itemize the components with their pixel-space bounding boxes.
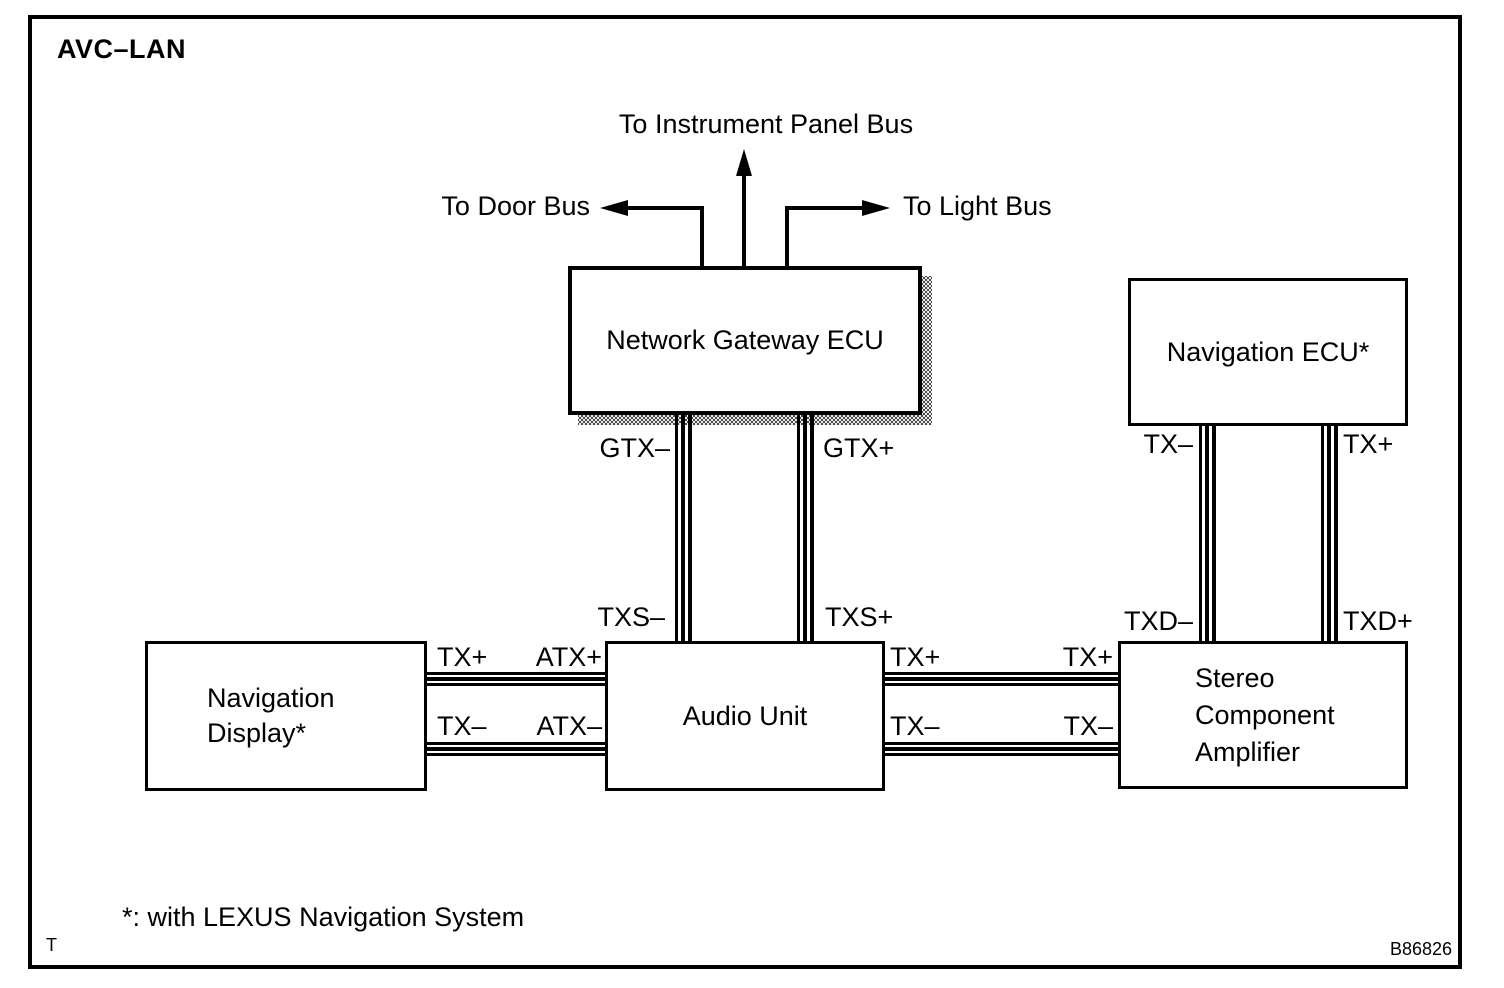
nav-tx-minus-label: TX–: [1143, 429, 1193, 459]
navigation-display-label: Navigation Display*: [207, 683, 335, 748]
gtx-minus-label: GTX–: [599, 433, 670, 463]
page-marker: T: [46, 935, 57, 955]
wire-display-audio-minus: [427, 742, 605, 756]
txs-plus-label: TXS+: [825, 602, 894, 632]
audio-unit-label: Audio Unit: [682, 700, 808, 731]
wire-audio-amp-minus: [885, 742, 1118, 756]
txd-minus-label: TXD–: [1123, 606, 1193, 636]
wire-audio-amp-plus: [885, 672, 1118, 686]
figure-code: B86826: [1389, 939, 1452, 959]
instrument-panel-bus-label: To Instrument Panel Bus: [618, 109, 914, 139]
disp-tx-minus-label: TX–: [437, 711, 487, 741]
wire-gtx-plus: [797, 414, 814, 642]
door-bus-line-vertical: [700, 206, 704, 266]
instrument-bus-line: [742, 174, 746, 266]
nav-tx-plus-label: TX+: [1343, 429, 1394, 459]
stereo-amplifier-box: Stereo Component Amplifier: [1118, 641, 1408, 789]
light-bus-label: To Light Bus: [903, 191, 1052, 221]
stereo-amplifier-label: Stereo Component Amplifier: [1195, 662, 1335, 767]
door-bus-line-horizontal: [626, 206, 704, 210]
diagram-title: AVC–LAN: [57, 34, 187, 64]
footnote: *: with LEXUS Navigation System: [122, 902, 525, 932]
network-gateway-ecu-label: Network Gateway ECU: [606, 325, 884, 355]
amp-tx-plus-left-label: TX+: [890, 642, 941, 672]
amp-tx-plus-right-label: TX+: [1062, 642, 1113, 672]
right-arrow-icon: [862, 200, 890, 216]
amp-tx-minus-left-label: TX–: [890, 711, 940, 741]
disp-atx-plus-label: ATX+: [535, 642, 602, 672]
disp-atx-minus-label: ATX–: [536, 711, 602, 741]
navigation-display-box: Navigation Display*: [145, 641, 427, 791]
wire-display-audio-plus: [427, 672, 605, 686]
navigation-ecu-label: Navigation ECU*: [1166, 336, 1370, 367]
amp-tx-minus-right-label: TX–: [1063, 711, 1113, 741]
door-bus-label: To Door Bus: [441, 191, 590, 221]
light-bus-line-vertical: [785, 206, 789, 266]
wire-nav-tx-plus: [1321, 425, 1338, 642]
navigation-ecu-box: Navigation ECU*: [1128, 278, 1408, 426]
wire-nav-tx-minus: [1199, 425, 1216, 642]
audio-unit-box: Audio Unit: [605, 641, 885, 791]
light-bus-line-horizontal: [787, 206, 864, 210]
wire-gtx-minus: [675, 414, 692, 642]
up-arrow-icon: [736, 149, 752, 176]
txs-minus-label: TXS–: [597, 602, 665, 632]
disp-tx-plus-label: TX+: [437, 642, 488, 672]
txd-plus-label: TXD+: [1343, 606, 1413, 636]
left-arrow-icon: [600, 200, 628, 216]
gtx-plus-label: GTX+: [823, 433, 895, 463]
network-gateway-ecu-box: Network Gateway ECU: [568, 266, 922, 415]
